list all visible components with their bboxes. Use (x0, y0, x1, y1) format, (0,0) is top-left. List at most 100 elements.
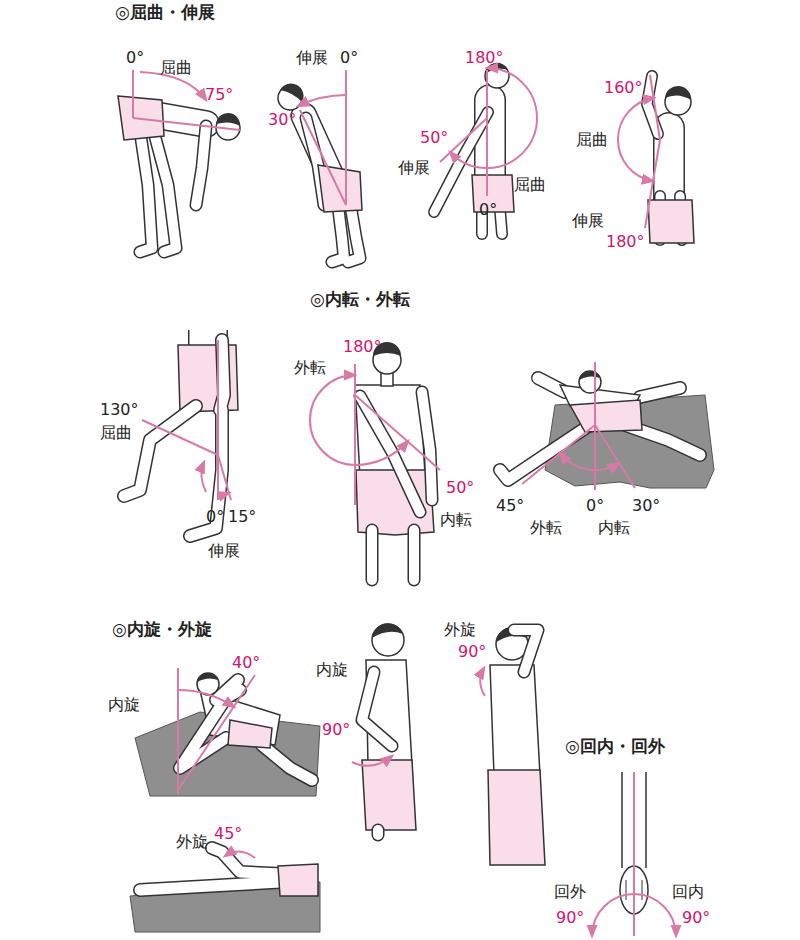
angle-value: 90° (682, 908, 710, 927)
figure-shoulder-internal-rotation (362, 623, 416, 835)
motion-label: 外転 (294, 358, 326, 377)
angle-reference-lines-part (486, 70, 488, 196)
angle-reference-lines-part (355, 441, 408, 465)
angle-reference-lines-part (645, 140, 660, 228)
angle-value: 45° (214, 824, 242, 843)
angle-reference-lines-part (450, 152, 487, 168)
figure-hip-abduction (500, 371, 700, 480)
figure-shoulder-abduction (355, 342, 434, 580)
angle-value: 180° (465, 48, 504, 67)
angle-reference-lines-part (298, 95, 346, 106)
angle-reference-lines-part (225, 851, 255, 858)
figure-shoulder-abduction-part (360, 392, 432, 580)
figure-hip-flexion-part (124, 340, 224, 536)
figure-shoulder-raise-part (648, 200, 694, 243)
figure-hip-abduction-part (500, 378, 700, 480)
motion-label: 0° (206, 507, 224, 526)
angle-reference-lines-part (480, 668, 485, 696)
angle-reference-lines-part (218, 493, 229, 495)
angle-reference-lines-part (133, 118, 240, 130)
angle-reference-lines-part (201, 462, 206, 492)
angle-reference-lines-part (178, 675, 255, 790)
figure-trunk-flexion (118, 96, 240, 252)
motion-label: 130° (100, 400, 139, 419)
angle-reference-lines-part (618, 98, 654, 181)
angle-reference-lines-part (595, 425, 635, 488)
figure-shoulder-external-rotation-part (488, 770, 545, 865)
motion-label: 内転 (440, 510, 472, 529)
motion-label: 屈曲 (160, 58, 192, 77)
figure-hip-internal-rotation-part (180, 680, 312, 780)
angle-reference-lines-part (650, 75, 660, 140)
motion-label: 0° (126, 48, 144, 67)
figure-shoulder-raise (647, 76, 694, 243)
motion-label: 内旋 (316, 660, 348, 679)
motion-label: 伸展 (208, 541, 240, 560)
section-heading: ◎内旋・外旋 (112, 620, 212, 639)
motion-label: 外転 (530, 518, 562, 537)
angle-value: 90° (322, 720, 350, 739)
angle-value: 180° (343, 337, 382, 356)
angle-reference-lines-part (354, 364, 356, 505)
angle-reference-lines-part (355, 395, 440, 470)
motion-label: 内旋 (108, 695, 140, 714)
motion-label: 外旋 (176, 832, 208, 851)
motion-label: 内転 (598, 518, 630, 537)
figure-shoulder-internal-rotation-part (362, 672, 392, 835)
figure-shoulder-internal-rotation-part (362, 760, 416, 830)
motion-label: 0° (340, 48, 358, 67)
figure-hip-abduction-part (570, 400, 642, 432)
figure-shoulder-internal-rotation-part (372, 624, 404, 656)
figure-trunk-extension-part (318, 165, 362, 212)
angle-reference-lines-part (592, 894, 676, 936)
motion-label: 0° (479, 200, 497, 219)
figure-hip-internal-rotation-part (180, 680, 312, 780)
angle-reference-lines-part (142, 420, 218, 455)
angle-reference-lines-part (560, 453, 595, 470)
angle-value: 40° (232, 653, 260, 672)
angle-reference-lines-part (178, 690, 234, 707)
angle-reference-lines-part (633, 772, 635, 936)
angle-reference-lines-part (352, 756, 392, 766)
figure-shoulder-external-rotation (488, 627, 545, 865)
figure-trunk-extension-part (280, 83, 304, 102)
motion-label: 30° (632, 496, 660, 515)
motion-label: 屈曲 (576, 130, 608, 149)
figure-hip-internal-rotation-part (228, 720, 272, 748)
angle-value: 90° (458, 642, 486, 661)
motion-label: 伸展 (296, 48, 328, 67)
figure-hip-flexion (124, 330, 238, 536)
motion-label: 屈曲 (514, 175, 546, 194)
angle-reference-lines-part (487, 68, 537, 168)
figure-trunk-flexion-part (216, 113, 240, 126)
figure-shoulder-external-rotation-part (514, 630, 538, 672)
section-heading: ◎屈曲・伸展 (115, 3, 215, 22)
angle-reference-lines-part (595, 463, 619, 470)
figure-hip-flexion-part (124, 340, 224, 536)
angle-reference-lines-part (300, 110, 346, 205)
angle-value: 160° (604, 78, 643, 97)
figure-hip-abduction-part (500, 378, 700, 480)
angle-value: 50° (446, 478, 474, 497)
section-heading: ◎回内・回外 (565, 737, 665, 756)
angle-value: 180° (606, 232, 645, 251)
section-heading: ◎内転・外転 (310, 290, 410, 309)
motion-label: 回内 (672, 882, 704, 901)
motion-label: 屈曲 (100, 423, 132, 442)
angle-value: 90° (556, 908, 584, 927)
motion-label: 45° (496, 496, 524, 515)
angle-value: 30° (268, 110, 296, 129)
figure-hip-external-rotation (140, 848, 318, 896)
angle-value: 50° (420, 128, 448, 147)
figure-hip-internal-rotation-part (197, 673, 218, 682)
angle-value: 75° (205, 85, 233, 104)
motion-label: 伸展 (572, 211, 604, 230)
angle-reference-lines-part (217, 340, 219, 500)
motion-label: 回外 (554, 882, 586, 901)
figure-shoulder-external-rotation-part (490, 665, 540, 775)
figure-shoulder-external-rotation-part (514, 630, 538, 672)
figure-shoulder-flexion (434, 63, 514, 234)
figure-shoulder-internal-rotation-part (362, 672, 392, 835)
